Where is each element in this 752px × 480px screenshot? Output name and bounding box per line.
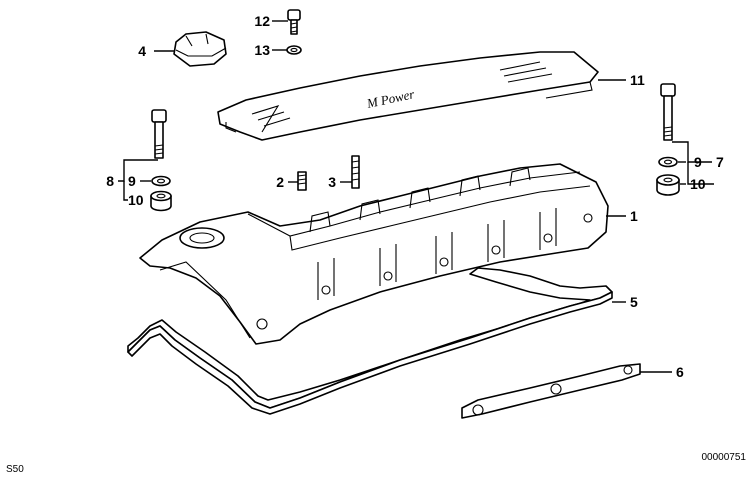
callout-10-left: 10 [128, 192, 144, 208]
stud-long[interactable] [351, 155, 360, 189]
callout-10-right: 10 [690, 176, 706, 192]
callout-9-left: 9 [128, 173, 136, 189]
bolt-right[interactable] [660, 83, 676, 141]
cover-washer[interactable] [286, 45, 302, 55]
callout-2: 2 [276, 174, 284, 190]
callout-9-right: 9 [694, 154, 702, 170]
callout-6: 6 [676, 364, 684, 380]
valve-cover-gasket[interactable] [127, 267, 613, 415]
cover-bolt[interactable] [287, 9, 301, 35]
callout-1: 1 [630, 208, 638, 224]
callout-8: 8 [106, 173, 114, 189]
callout-11: 11 [630, 72, 645, 88]
grommet-right[interactable] [656, 174, 680, 196]
bolt-left[interactable] [151, 109, 167, 159]
engine-cover-plate[interactable]: M Power [217, 51, 599, 141]
washer-left[interactable] [151, 175, 171, 187]
cylinder-head-cover[interactable] [139, 163, 609, 345]
callout-3: 3 [328, 174, 336, 190]
model-code: S50 [6, 464, 24, 475]
drawing-number: 00000751 [702, 452, 747, 463]
callout-labels: 4 12 13 11 2 3 1 5 6 8 9 10 9 10 7 [106, 13, 724, 380]
callout-7: 7 [716, 154, 724, 170]
callout-5: 5 [630, 294, 638, 310]
callout-12: 12 [254, 13, 270, 29]
washer-right[interactable] [658, 156, 678, 168]
callout-13: 13 [254, 42, 270, 58]
grommet-left[interactable] [150, 190, 172, 212]
stud-short[interactable] [297, 171, 307, 191]
callout-4: 4 [138, 43, 146, 59]
oil-filler-cap[interactable] [173, 31, 227, 67]
gasket-strip[interactable] [461, 363, 641, 419]
leader-lines [118, 20, 714, 373]
